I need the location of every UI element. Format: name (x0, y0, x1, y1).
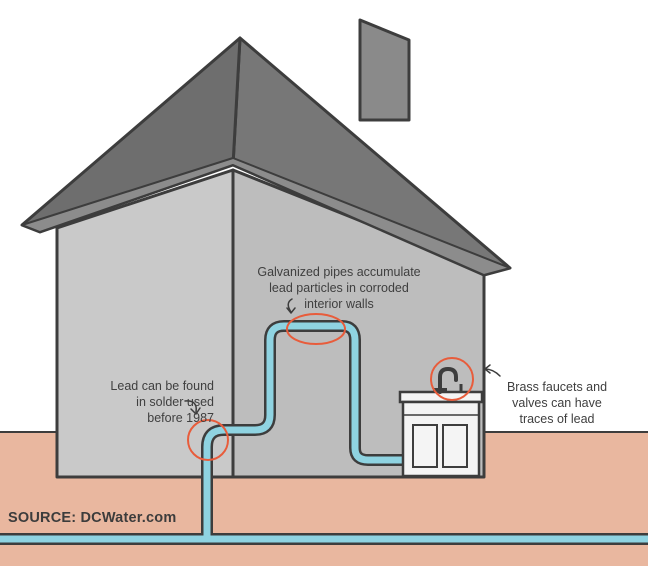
arrow-solder (184, 400, 201, 415)
cabinet-door-left (412, 424, 438, 468)
chimney (358, 18, 411, 122)
annotation-line: interior walls (304, 297, 374, 311)
source-credit: SOURCE: DCWater.com (8, 510, 177, 526)
annotation-line: Galvanized pipes accumulate (257, 265, 421, 279)
arrow-galvanized (286, 298, 296, 314)
annotation-line: lead particles in corroded (269, 281, 409, 295)
annotation-line: valves can have (512, 396, 602, 410)
annotation-line: before 1987 (147, 411, 214, 425)
roof-eave (21, 157, 511, 276)
annotation-line: traces of lead (519, 412, 595, 426)
highlight-circle-galvanized (286, 313, 346, 345)
annotation-line: Lead can be found (110, 379, 214, 393)
annotation-lead-solder: Lead can be found in solder used before … (64, 378, 214, 426)
annotation-line: Brass faucets and (506, 380, 608, 394)
arrow-brass (484, 364, 501, 377)
highlight-circle-faucet (430, 357, 474, 401)
annotation-line: in solder used (136, 395, 214, 409)
annotation-brass-faucets: Brass faucets and valves can have traces… (492, 379, 622, 427)
faucet (438, 366, 458, 394)
water-pipe (0, 320, 648, 545)
highlight-circle-solder (187, 419, 229, 461)
cabinet-door-right (442, 424, 468, 468)
annotation-galvanized-pipes: Galvanized pipes accumulate lead particl… (244, 264, 434, 312)
faucet-base (433, 388, 447, 393)
